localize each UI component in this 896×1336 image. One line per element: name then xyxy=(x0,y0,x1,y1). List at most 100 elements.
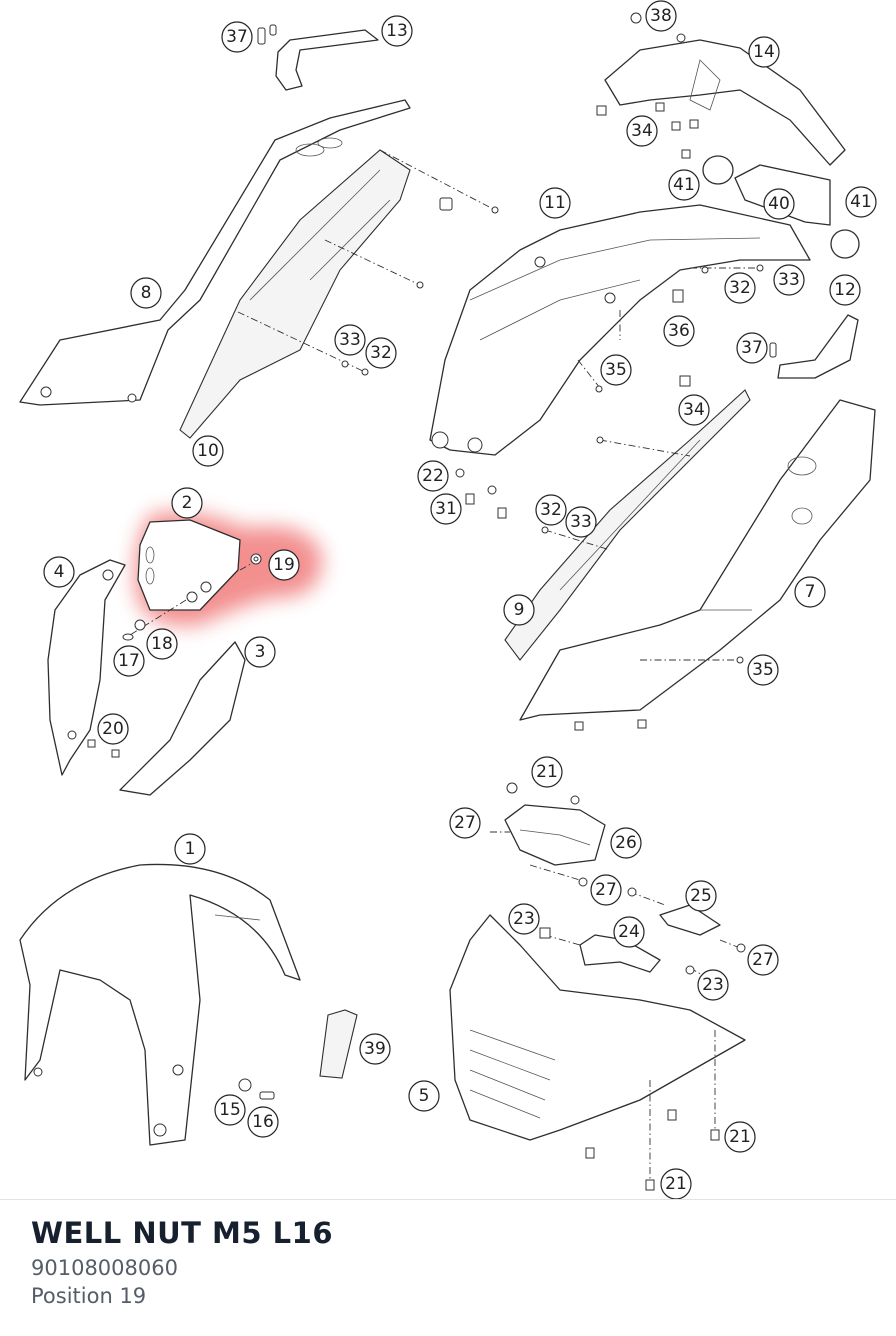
callout-35[interactable]: 35 xyxy=(747,654,779,686)
part-37-bolts-top xyxy=(257,24,277,45)
svg-text:34: 34 xyxy=(683,400,705,420)
callout-27[interactable]: 27 xyxy=(449,807,481,839)
part-4-front-fairing-left[interactable] xyxy=(47,559,126,776)
svg-text:16: 16 xyxy=(252,1112,274,1132)
fasteners-21 xyxy=(585,1109,720,1191)
svg-text:19: 19 xyxy=(273,555,295,575)
callout-11[interactable]: 11 xyxy=(539,187,571,219)
svg-text:24: 24 xyxy=(618,922,640,942)
callout-15[interactable]: 15 xyxy=(214,1094,246,1126)
callout-41[interactable]: 41 xyxy=(845,186,877,218)
callout-22[interactable]: 22 xyxy=(417,460,449,492)
callout-32[interactable]: 32 xyxy=(724,272,756,304)
svg-text:27: 27 xyxy=(454,813,476,833)
svg-text:4: 4 xyxy=(54,562,65,582)
callout-23[interactable]: 23 xyxy=(697,969,729,1001)
callout-24[interactable]: 24 xyxy=(613,916,645,948)
part-info-panel: WELL NUT M5 L16 90108008060 Position 19 xyxy=(0,1199,896,1336)
callout-26[interactable]: 26 xyxy=(610,827,642,859)
callout-34[interactable]: 34 xyxy=(626,115,658,147)
callout-4[interactable]: 4 xyxy=(43,556,75,588)
svg-text:32: 32 xyxy=(370,343,392,363)
callout-27[interactable]: 27 xyxy=(590,874,622,906)
callout-39[interactable]: 39 xyxy=(359,1033,391,1065)
callout-31[interactable]: 31 xyxy=(430,493,462,525)
callout-14[interactable]: 14 xyxy=(748,36,780,68)
part-1-front-fender[interactable] xyxy=(19,863,301,1146)
svg-text:13: 13 xyxy=(386,21,408,41)
svg-text:15: 15 xyxy=(219,1100,241,1120)
callout-36[interactable]: 36 xyxy=(663,315,695,347)
part-11-rear-seat-base[interactable] xyxy=(429,204,811,456)
part-2-front-mask-panel[interactable] xyxy=(137,519,241,611)
callout-23[interactable]: 23 xyxy=(508,903,540,935)
svg-text:36: 36 xyxy=(668,321,690,341)
fasteners-9 xyxy=(455,436,604,534)
callout-7[interactable]: 7 xyxy=(794,576,826,608)
part-5-front-spoiler[interactable] xyxy=(449,914,746,1141)
svg-text:22: 22 xyxy=(422,466,444,486)
callout-37[interactable]: 37 xyxy=(736,332,768,364)
callout-1[interactable]: 1 xyxy=(174,833,206,865)
callout-18[interactable]: 18 xyxy=(146,628,178,660)
callout-27[interactable]: 27 xyxy=(747,944,779,976)
part-name: WELL NUT M5 L16 xyxy=(31,1216,334,1250)
svg-text:7: 7 xyxy=(805,582,816,602)
part-26-bracket[interactable] xyxy=(504,782,606,887)
svg-text:26: 26 xyxy=(615,833,637,853)
svg-text:31: 31 xyxy=(435,499,457,519)
svg-text:8: 8 xyxy=(141,283,152,303)
callout-9[interactable]: 9 xyxy=(503,594,535,626)
callout-33[interactable]: 33 xyxy=(334,324,366,356)
part-13-grab-handle[interactable] xyxy=(275,29,379,91)
callout-19[interactable]: 19 xyxy=(268,549,300,581)
part-24-25-brackets[interactable] xyxy=(579,904,721,973)
callout-12[interactable]: 12 xyxy=(829,274,861,306)
svg-text:21: 21 xyxy=(536,762,558,782)
callout-35[interactable]: 35 xyxy=(600,354,632,386)
callout-41[interactable]: 41 xyxy=(668,169,700,201)
callout-34[interactable]: 34 xyxy=(678,394,710,426)
callout-33[interactable]: 33 xyxy=(565,506,597,538)
callout-10[interactable]: 10 xyxy=(192,435,224,467)
callout-8[interactable]: 8 xyxy=(130,277,162,309)
part-3-fairing-piece[interactable] xyxy=(119,641,246,796)
svg-text:38: 38 xyxy=(650,6,672,26)
part-10-inner-panel[interactable] xyxy=(179,149,411,439)
svg-text:18: 18 xyxy=(151,634,173,654)
callout-33[interactable]: 33 xyxy=(773,264,805,296)
callout-13[interactable]: 13 xyxy=(381,15,413,47)
callout-2[interactable]: 2 xyxy=(171,487,203,519)
part-19-well-nut[interactable] xyxy=(250,553,262,565)
part-14-tail-light[interactable] xyxy=(596,12,846,166)
part-8-side-cover-left[interactable] xyxy=(19,99,411,406)
part-39-foam-pad[interactable] xyxy=(319,1009,358,1079)
callout-37[interactable]: 37 xyxy=(221,21,253,53)
svg-text:33: 33 xyxy=(570,512,592,532)
svg-text:33: 33 xyxy=(778,270,800,290)
svg-text:39: 39 xyxy=(364,1039,386,1059)
callout-32[interactable]: 32 xyxy=(365,337,397,369)
part-7-rear-side-cover[interactable] xyxy=(519,399,876,721)
callout-40[interactable]: 40 xyxy=(763,188,795,220)
callout-21[interactable]: 21 xyxy=(531,756,563,788)
callout-20[interactable]: 20 xyxy=(97,713,129,745)
callout-21[interactable]: 21 xyxy=(660,1168,692,1200)
callout-21[interactable]: 21 xyxy=(724,1121,756,1153)
callout-16[interactable]: 16 xyxy=(247,1106,279,1138)
callout-25[interactable]: 25 xyxy=(685,880,717,912)
fasteners-8-10 xyxy=(341,197,499,376)
svg-text:35: 35 xyxy=(752,660,774,680)
svg-text:37: 37 xyxy=(741,338,763,358)
part-12-grab-handle-right[interactable] xyxy=(769,314,859,379)
part-9-inner-rear-panel[interactable] xyxy=(504,375,751,661)
callout-17[interactable]: 17 xyxy=(113,645,145,677)
callout-32[interactable]: 32 xyxy=(535,494,567,526)
callout-5[interactable]: 5 xyxy=(408,1080,440,1112)
callout-38[interactable]: 38 xyxy=(645,0,677,32)
callout-3[interactable]: 3 xyxy=(244,636,276,668)
diagram-svg: 3713381434810114140413233123637333235342… xyxy=(19,0,877,1200)
svg-text:2: 2 xyxy=(182,493,193,513)
svg-text:1: 1 xyxy=(185,839,196,859)
